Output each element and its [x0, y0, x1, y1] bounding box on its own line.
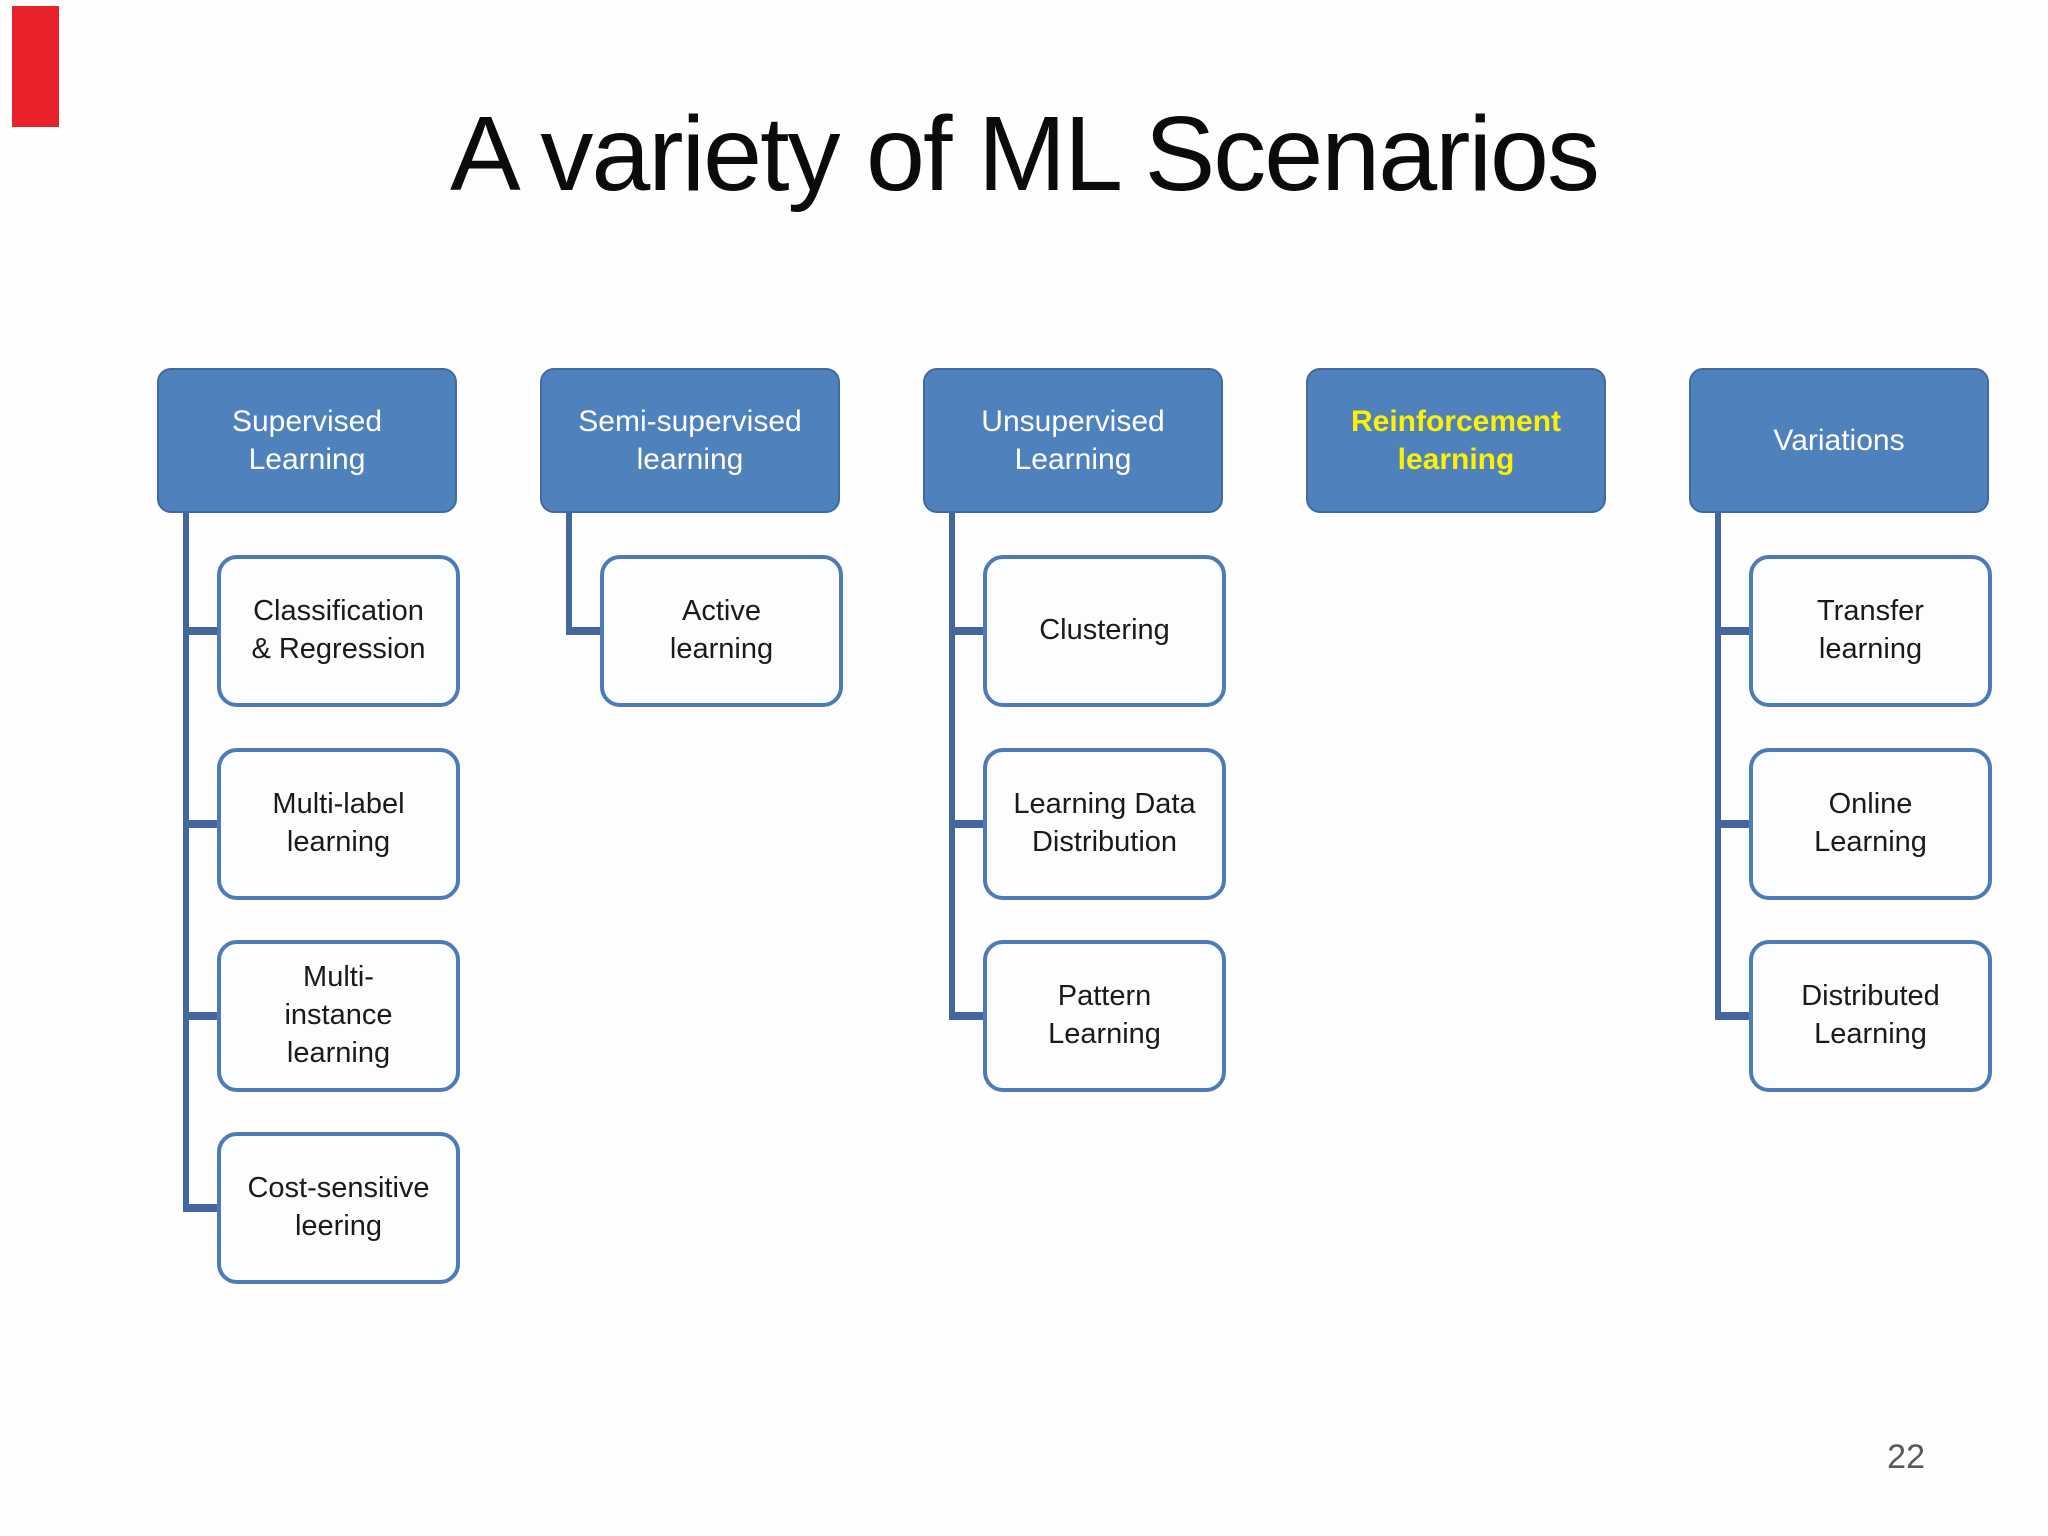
- connector-line: [566, 627, 600, 635]
- node-label: Multi- instance learning: [284, 961, 393, 1069]
- node-distributed-learning: Distributed Learning: [1749, 940, 1992, 1092]
- node-label: Supervised Learning: [231, 405, 383, 476]
- node-variations: Variations: [1689, 368, 1989, 513]
- node-classification-regression: Classification & Regression: [217, 555, 460, 707]
- connector-line: [183, 627, 217, 635]
- node-label: Variations: [1773, 423, 1905, 457]
- node-online-learning: Online Learning: [1749, 748, 1992, 900]
- node-learning-data-distribution: Learning Data Distribution: [983, 748, 1226, 900]
- node-active-learning: Active learning: [600, 555, 843, 707]
- node-unsupervised-learning: Unsupervised Learning: [923, 368, 1223, 513]
- node-semi-supervised-learning: Semi-supervised learning: [540, 368, 840, 513]
- node-multi-label-learning: Multi-label learning: [217, 748, 460, 900]
- node-label: Distributed Learning: [1801, 980, 1940, 1050]
- connector-line: [949, 513, 955, 1016]
- node-label: Clustering: [1039, 614, 1170, 647]
- connector-line: [183, 1012, 217, 1020]
- node-reinforcement-learning: Reinforcement learning: [1306, 368, 1606, 513]
- red-marker-bar: [12, 6, 59, 127]
- connector-line: [949, 820, 983, 828]
- node-transfer-learning: Transfer learning: [1749, 555, 1992, 707]
- node-label: Classification & Regression: [251, 595, 426, 665]
- node-label: Pattern Learning: [1048, 980, 1161, 1050]
- connector-line: [1715, 820, 1749, 828]
- connector-line: [949, 627, 983, 635]
- node-label: Multi-label learning: [272, 788, 405, 858]
- connector-line: [1715, 1012, 1749, 1020]
- node-label: Learning Data Distribution: [1013, 788, 1196, 858]
- node-label: Unsupervised Learning: [981, 405, 1165, 476]
- slide-title: A variety of ML Scenarios: [450, 95, 1600, 213]
- page-number: 22: [1887, 1438, 1925, 1476]
- node-label: Online Learning: [1814, 788, 1927, 858]
- connector-line: [183, 820, 217, 828]
- connector-line: [1715, 513, 1721, 1016]
- connector-line: [183, 1204, 217, 1212]
- node-clustering: Clustering: [983, 555, 1226, 707]
- connector-line: [183, 513, 189, 1208]
- node-supervised-learning: Supervised Learning: [157, 368, 457, 513]
- node-label: Transfer learning: [1817, 595, 1924, 665]
- connector-line: [566, 513, 572, 631]
- node-label: Reinforcement learning: [1350, 405, 1562, 476]
- node-multi-instance-learning: Multi- instance learning: [217, 940, 460, 1092]
- node-cost-sensitive-leering: Cost-sensitive leering: [217, 1132, 460, 1284]
- node-label: Active learning: [669, 595, 774, 665]
- node-label: Semi-supervised learning: [578, 405, 802, 476]
- connector-line: [1715, 627, 1749, 635]
- node-pattern-learning: Pattern Learning: [983, 940, 1226, 1092]
- connector-line: [949, 1012, 983, 1020]
- node-label: Cost-sensitive leering: [247, 1172, 430, 1242]
